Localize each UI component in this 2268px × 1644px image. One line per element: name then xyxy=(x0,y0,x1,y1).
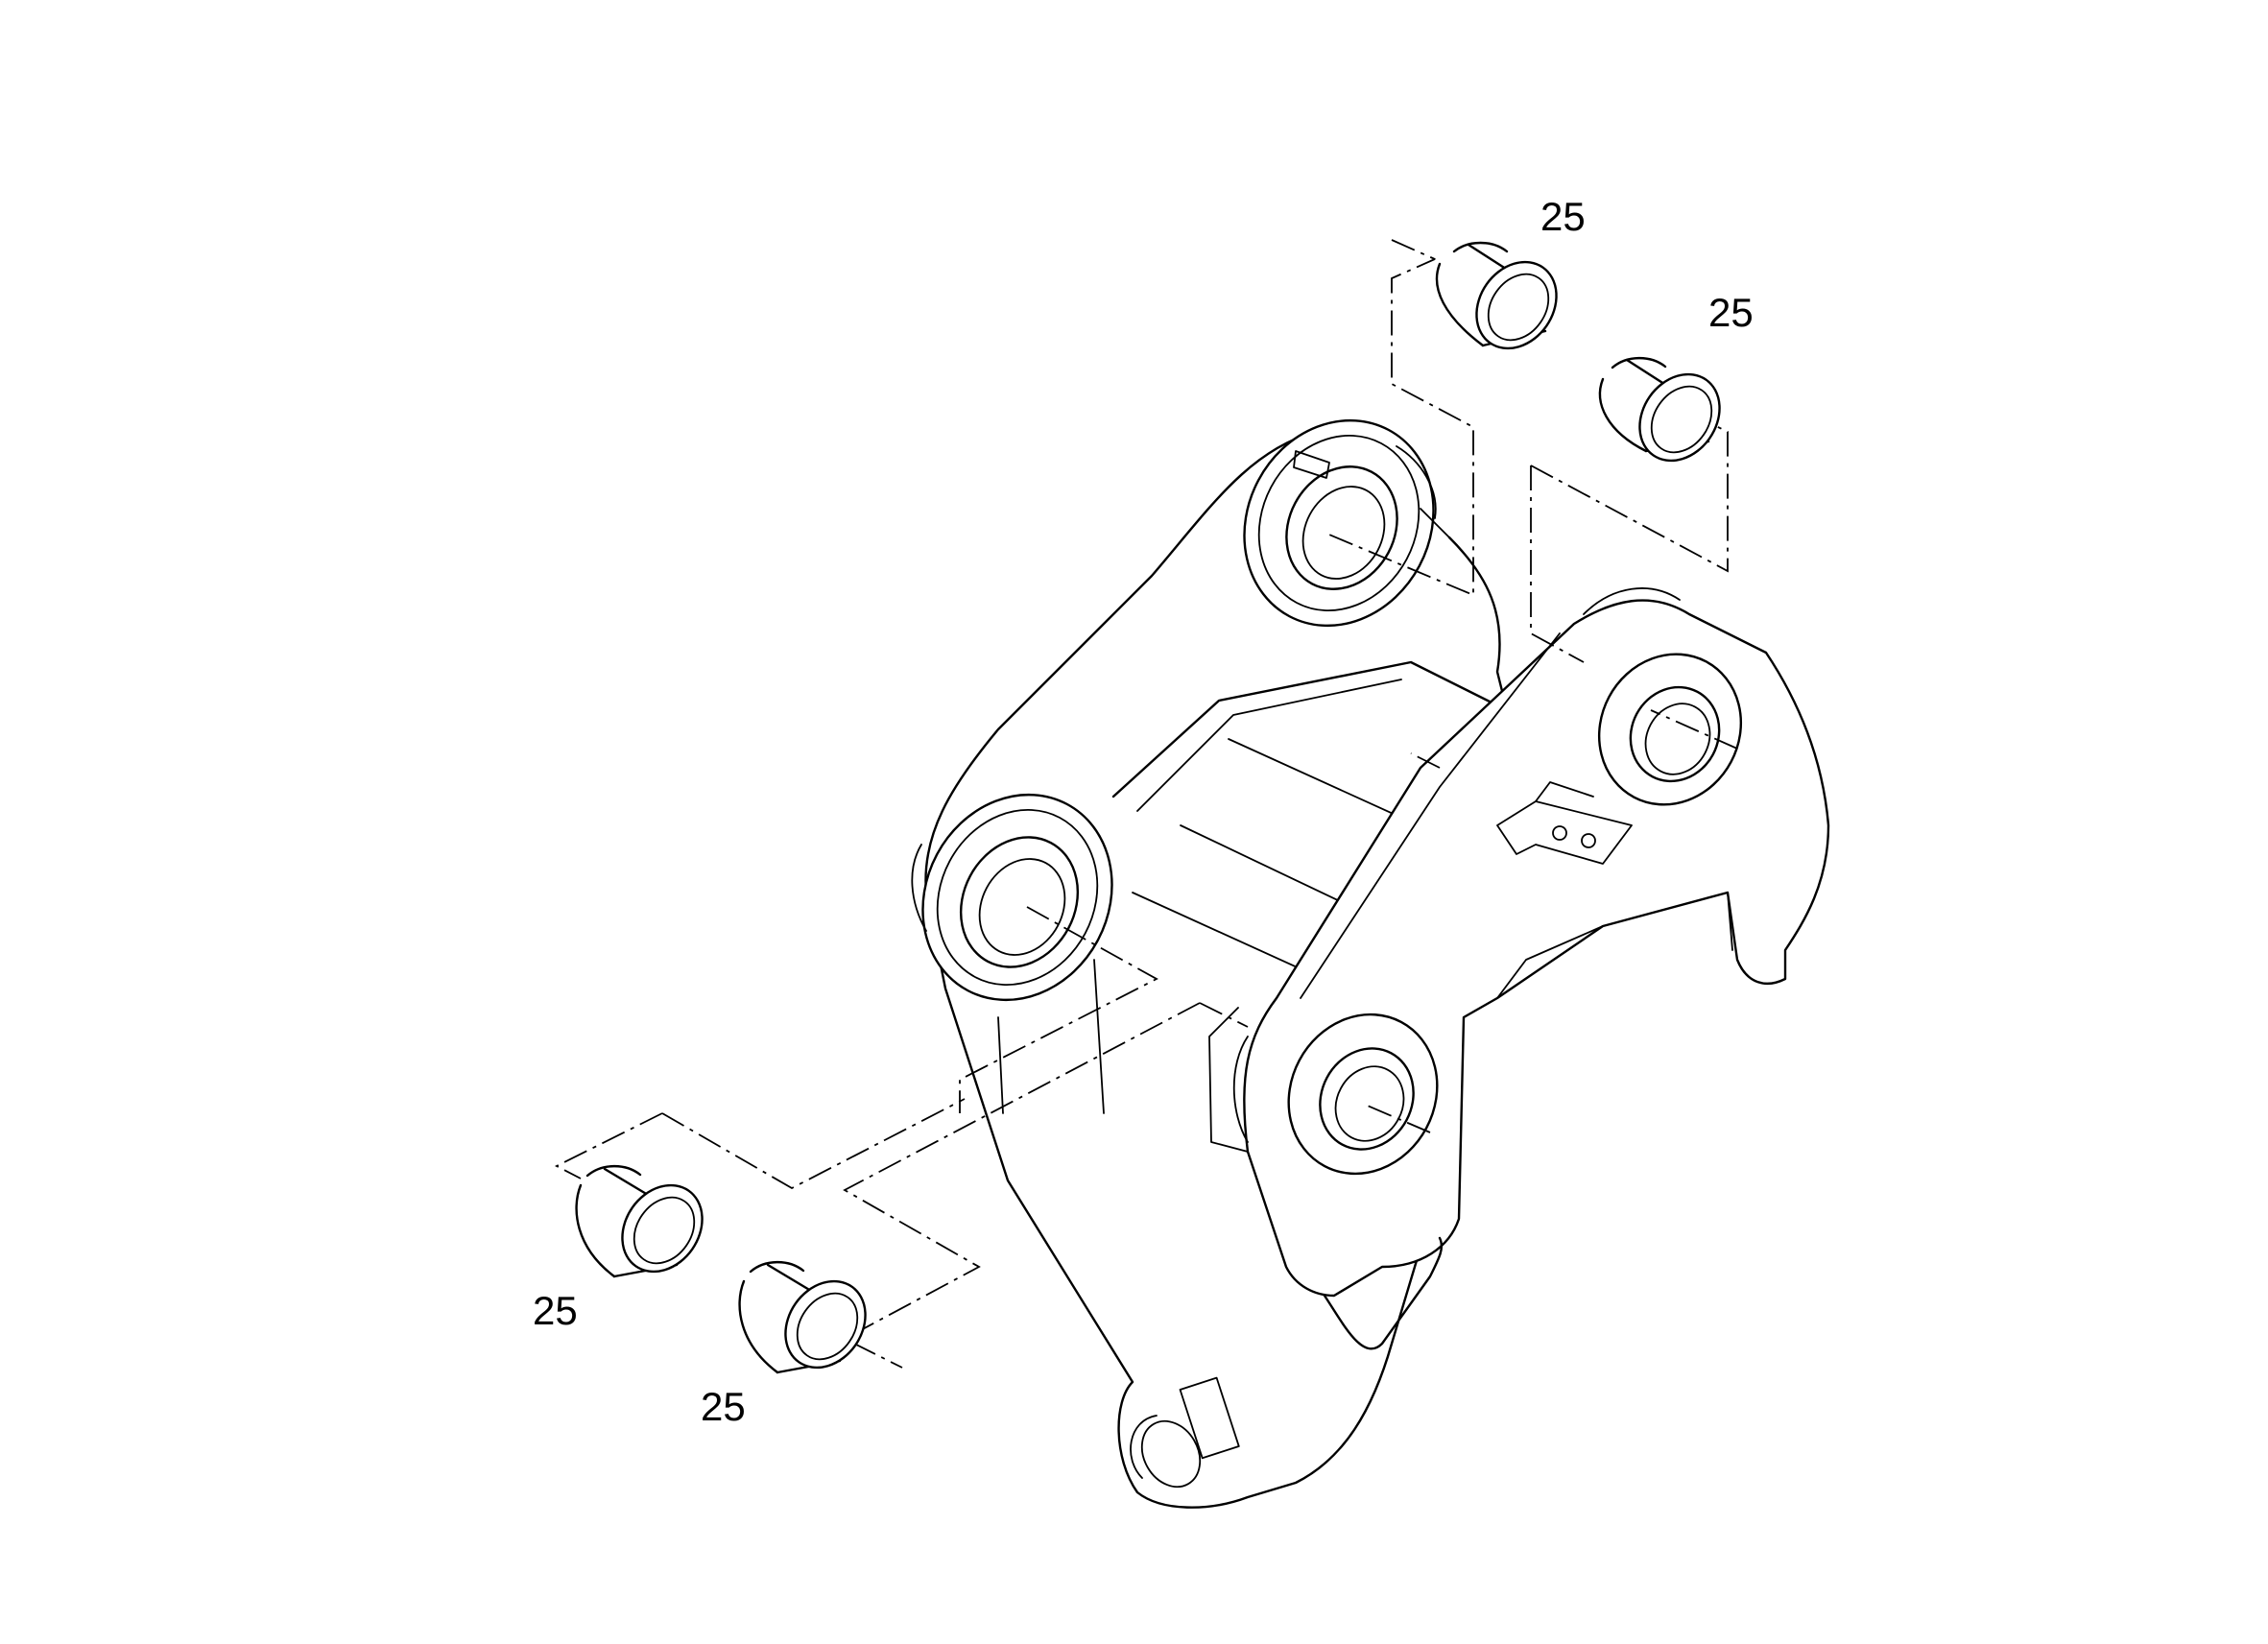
bushing-upper-right xyxy=(1598,356,1721,463)
left-side-plate xyxy=(924,430,1422,1509)
bushing-lower-right xyxy=(738,1260,867,1374)
top-left-eye-outer xyxy=(1243,418,1435,628)
callout-label: 25 xyxy=(1540,194,1586,239)
right-side-plate xyxy=(1243,599,1830,1298)
callout-label: 25 xyxy=(533,1288,578,1333)
callout-label: 25 xyxy=(1708,290,1754,335)
coupler-frame xyxy=(911,418,1830,1509)
bottom-right-eye-outer xyxy=(1287,1013,1439,1176)
callout-label: 25 xyxy=(701,1384,746,1429)
grease-nipple-block xyxy=(1179,1376,1240,1460)
mid-left-eye-outer xyxy=(921,793,1113,1002)
bushing-upper-left xyxy=(1435,235,1558,350)
bushing-lower-left xyxy=(575,1164,704,1278)
